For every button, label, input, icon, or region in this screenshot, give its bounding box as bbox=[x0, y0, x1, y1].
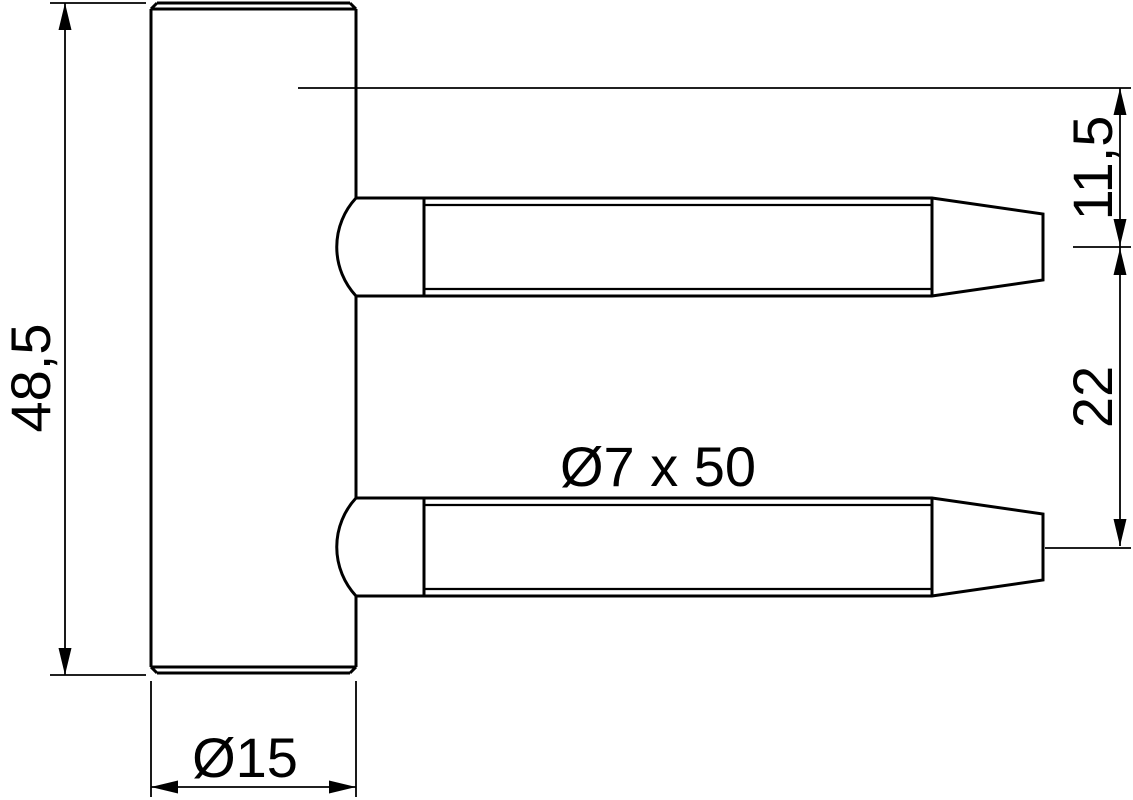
arrowhead-down-height-bottom bbox=[58, 648, 72, 675]
arrowhead-up-height-top bbox=[58, 3, 72, 30]
upper-pin-dome bbox=[335, 196, 358, 298]
arrowhead-left-diameter bbox=[151, 780, 178, 794]
body-height-label: 48,5 bbox=[0, 324, 62, 433]
arrowhead-right-diameter bbox=[329, 780, 356, 794]
upper-pin-outline bbox=[356, 196, 1045, 298]
arrowhead-up-ref-line bbox=[1113, 88, 1127, 115]
arrowhead-down-upper-pin-axis bbox=[1113, 219, 1127, 246]
upper-pin-thread-lines bbox=[424, 203, 932, 291]
hinge-body bbox=[149, 1, 358, 675]
arrowhead-down-lower-pin-axis bbox=[1113, 519, 1127, 546]
lower-pin bbox=[335, 496, 1045, 598]
dimension-lines bbox=[50, 2, 1131, 797]
pin-spacing-label: 22 bbox=[1061, 366, 1124, 428]
dimension-arrowheads bbox=[58, 3, 1127, 794]
body-diameter-label: Ø15 bbox=[192, 726, 298, 789]
upper-pin bbox=[335, 196, 1045, 298]
arrowhead-up-upper-pin-axis bbox=[1113, 248, 1127, 275]
pin-offset-label: 11,5 bbox=[1061, 116, 1124, 221]
lower-pin-outline bbox=[356, 496, 1045, 598]
hinge-body-outline bbox=[149, 1, 358, 675]
lower-pin-dome bbox=[335, 496, 358, 598]
dimension-labels: 48,5 11,5 22 Ø7 x 50 Ø15 bbox=[0, 116, 1124, 789]
pin-size-label: Ø7 x 50 bbox=[560, 435, 756, 498]
lower-pin-thread-lines bbox=[424, 503, 932, 591]
